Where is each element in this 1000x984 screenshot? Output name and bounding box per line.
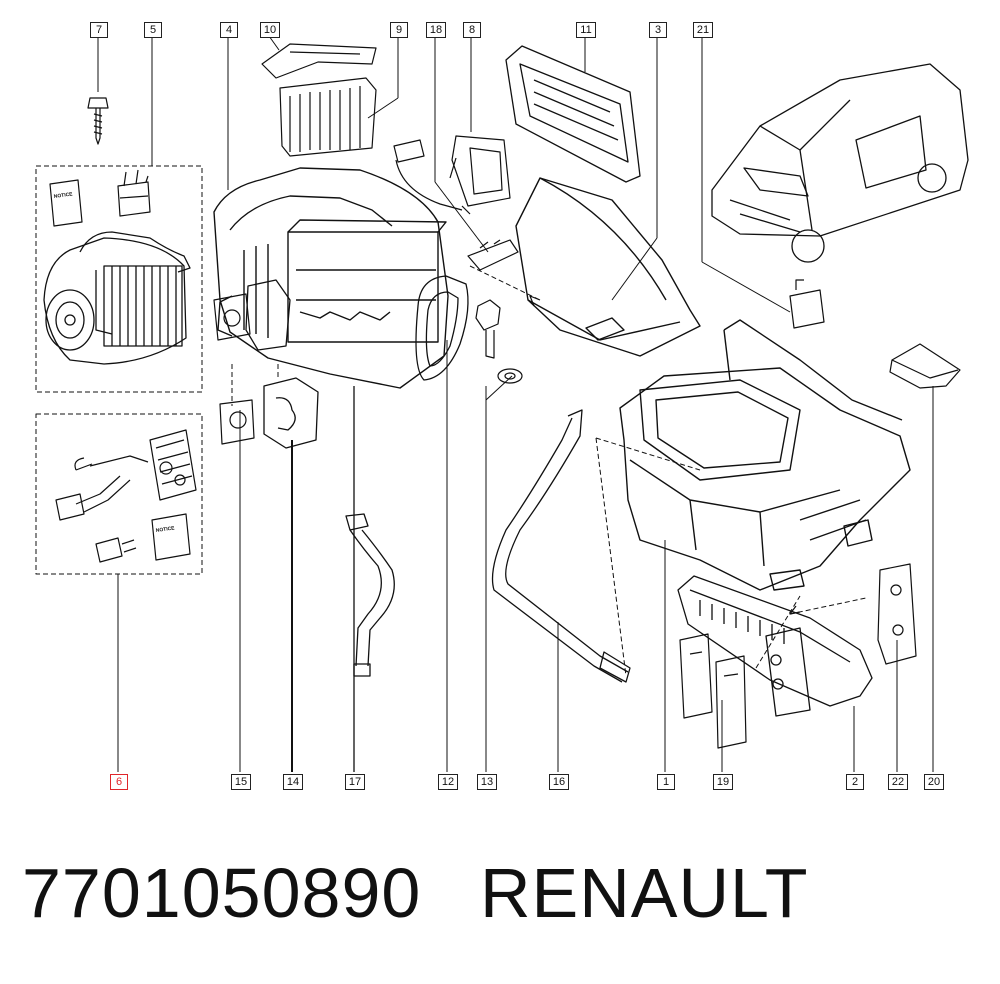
direction-arrows xyxy=(529,295,801,615)
pollen-filter xyxy=(279,77,377,157)
flap-actuator xyxy=(449,135,511,207)
vehicle-illustration xyxy=(711,63,969,263)
bolt-and-washer xyxy=(475,299,523,384)
main-heater-unit xyxy=(619,319,911,591)
distribution-duct xyxy=(515,177,701,357)
callout-13: 13 xyxy=(477,774,497,790)
callout-21: 21 xyxy=(693,22,713,38)
core-seals xyxy=(679,633,747,749)
blower-resistor xyxy=(55,429,197,563)
callout-5: 5 xyxy=(144,22,162,38)
callout-4: 4 xyxy=(220,22,238,38)
part-number: 7701050890 xyxy=(22,854,422,932)
callout-9: 9 xyxy=(390,22,408,38)
callout-10: 10 xyxy=(260,22,280,38)
heater-pipe xyxy=(491,409,631,683)
callout-2: 2 xyxy=(846,774,864,790)
heater-assembly-exploded-diagram: NOTICE NOTICE xyxy=(35,35,969,772)
foam-pad xyxy=(245,279,319,449)
manual-label-bottom: NOTICE xyxy=(155,525,175,534)
callout-20: 20 xyxy=(924,774,944,790)
manual-label-top: NOTICE xyxy=(53,191,73,200)
pipe-gasket xyxy=(877,563,917,665)
callout-7: 7 xyxy=(90,22,108,38)
callout-15: 15 xyxy=(231,774,251,790)
temperature-sensor xyxy=(393,139,471,215)
heater-housing xyxy=(213,167,449,389)
blower-connector xyxy=(117,169,151,217)
water-valve xyxy=(213,293,255,445)
control-module xyxy=(889,343,961,389)
callout-12: 12 xyxy=(438,774,458,790)
leader-lines xyxy=(97,35,934,772)
brand-name: RENAULT xyxy=(480,854,809,932)
callout-11: 11 xyxy=(576,22,596,38)
callout-19: 19 xyxy=(713,774,733,790)
callout-18: 18 xyxy=(426,22,446,38)
manual-booklets xyxy=(49,179,191,561)
heater-core xyxy=(677,575,873,717)
callout-1: 1 xyxy=(657,774,675,790)
seal-gasket xyxy=(415,275,469,381)
callout-6: 6 xyxy=(110,774,128,790)
callout-3: 3 xyxy=(649,22,667,38)
callout-16: 16 xyxy=(549,774,569,790)
blower-motor xyxy=(43,231,191,365)
callout-8: 8 xyxy=(463,22,481,38)
dashed-guides xyxy=(35,165,867,677)
screw xyxy=(87,97,109,145)
relay xyxy=(789,279,825,329)
callout-17: 17 xyxy=(345,774,365,790)
callout-14: 14 xyxy=(283,774,303,790)
drain-hose xyxy=(345,513,395,677)
mounting-bracket xyxy=(467,239,519,271)
air-intake-grille xyxy=(505,45,641,183)
callout-22: 22 xyxy=(888,774,908,790)
flap-bracket xyxy=(261,43,377,79)
